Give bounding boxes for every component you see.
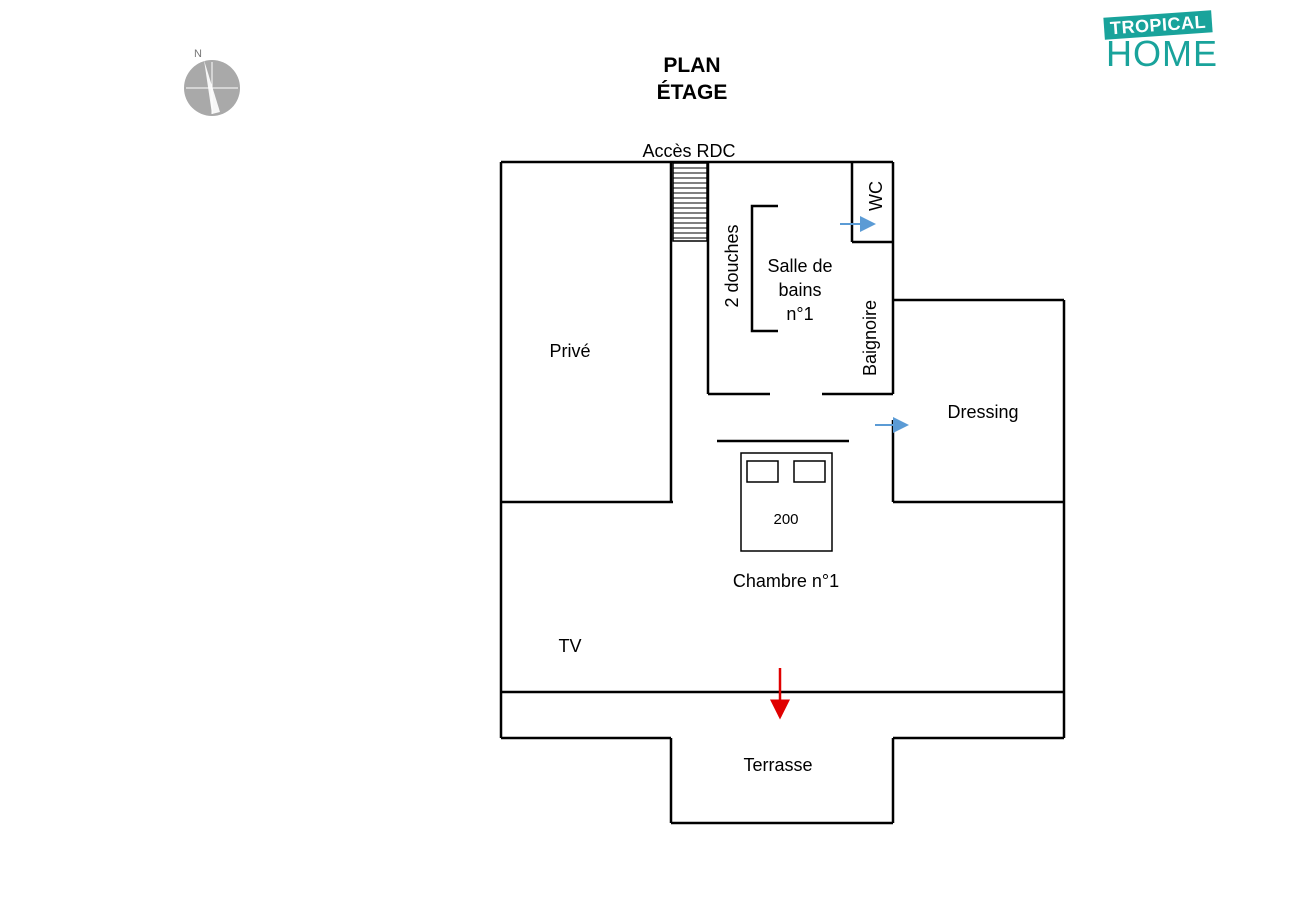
plan-title: PLAN ÉTAGE bbox=[592, 52, 792, 106]
double-bed: 200 bbox=[740, 452, 833, 552]
access-label: Accès RDC bbox=[642, 141, 735, 161]
logo-text-bottom: HOME bbox=[1106, 33, 1218, 74]
bed-size-label: 200 bbox=[773, 511, 798, 528]
bathroom-label-line1: Salle de bbox=[767, 256, 832, 276]
showers-label: 2 douches bbox=[722, 224, 742, 307]
bedroom-label: Chambre n°1 bbox=[733, 571, 839, 591]
walls bbox=[499, 160, 1066, 825]
private-room-label: Privé bbox=[549, 341, 590, 361]
compass-icon: N bbox=[184, 48, 240, 116]
stairs bbox=[672, 162, 708, 242]
bathtub-label: Baignoire bbox=[860, 300, 880, 376]
compass-north-label: N bbox=[194, 48, 202, 60]
dressing-label: Dressing bbox=[947, 402, 1018, 422]
plan-title-line1: PLAN bbox=[663, 54, 721, 77]
plan-title-line2: ÉTAGE bbox=[656, 81, 728, 104]
bathroom-label-line2: bains bbox=[778, 280, 821, 300]
tropical-home-logo: TROPICAL HOME bbox=[1100, 10, 1224, 76]
pillow-left bbox=[746, 460, 779, 483]
terrace-label: Terrasse bbox=[743, 755, 812, 775]
pillow-right bbox=[793, 460, 826, 483]
bathroom-label-line3: n°1 bbox=[786, 304, 813, 324]
wc-label: WC bbox=[866, 181, 886, 211]
tv-label: TV bbox=[558, 636, 581, 656]
